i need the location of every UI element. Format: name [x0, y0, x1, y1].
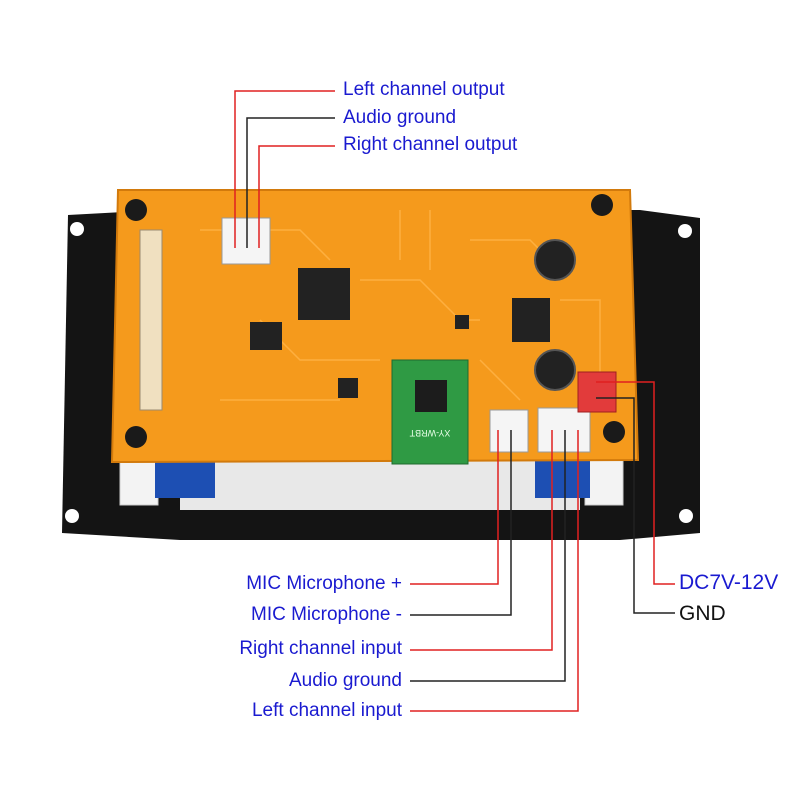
label-left-channel-output: Left channel output: [343, 79, 505, 100]
label-mic-plus: MIC Microphone +: [246, 573, 402, 594]
label-left-channel-input: Left channel input: [251, 700, 402, 721]
bracket-hole: [65, 509, 79, 523]
mic-connector: [489, 409, 529, 453]
output-connector: [221, 217, 271, 265]
leader-audio-ground-out: [246, 117, 335, 248]
display-connector: [139, 229, 163, 411]
label-right-channel-output: Right channel output: [343, 134, 518, 155]
capacitor: [534, 349, 576, 391]
screw-heads: [125, 194, 625, 448]
bracket-hole: [679, 509, 693, 523]
label-dc-power: DC7V-12V: [679, 571, 779, 594]
leader-right-channel-input: [410, 430, 553, 651]
leader-mic-plus: [410, 430, 499, 585]
bluetooth-chip: [415, 380, 447, 412]
main-chip: [298, 268, 350, 320]
power-connector: [577, 371, 617, 413]
module-silkscreen: XY-WRBT: [409, 428, 450, 438]
chip: [338, 378, 358, 398]
leader-audio-ground-in: [410, 430, 566, 682]
bracket-hole: [70, 222, 84, 236]
blue-spacer: [155, 458, 215, 498]
label-right-channel-input: Right channel input: [239, 638, 402, 659]
bracket-hole: [678, 224, 692, 238]
capacitor: [534, 239, 576, 281]
leader-left-channel-output: [234, 90, 335, 248]
label-gnd: GND: [679, 602, 726, 625]
blue-spacer: [535, 458, 590, 498]
label-audio-ground-input: Audio ground: [288, 670, 402, 691]
leader-gnd: [596, 397, 675, 614]
leader-mic-minus: [410, 430, 512, 616]
chip: [250, 322, 282, 350]
line-in-connector: [537, 407, 591, 453]
regulator: [512, 298, 550, 342]
label-mic-minus: MIC Microphone -: [251, 604, 402, 625]
chip: [455, 315, 469, 329]
label-audio-ground-output: Audio ground: [343, 107, 457, 128]
leader-left-channel-input: [410, 430, 579, 712]
leader-right-channel-output: [258, 145, 335, 248]
leader-dc-power: [596, 381, 675, 585]
